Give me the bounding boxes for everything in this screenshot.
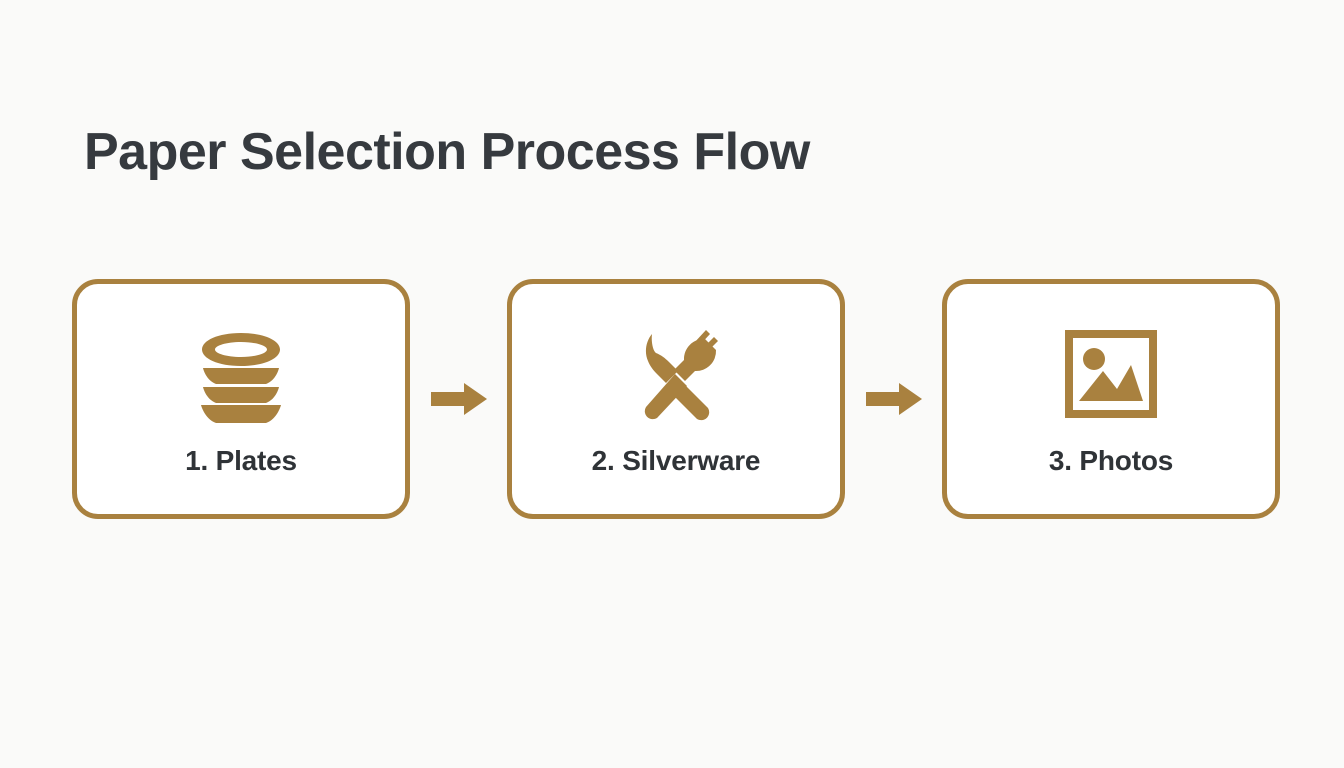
- flow-step-card-3[interactable]: 3. Photos: [942, 279, 1280, 519]
- right-arrow-icon-2: [865, 382, 923, 416]
- right-arrow-icon-1: [430, 382, 488, 416]
- photo-image-icon: [1059, 328, 1163, 420]
- flow-step-card-1[interactable]: 1. Plates: [72, 279, 410, 519]
- flow-step-label-1: 1. Plates: [185, 444, 297, 476]
- process-flow-row: 1. Plates: [72, 279, 1280, 519]
- flow-step-card-2[interactable]: 2. Silverware: [507, 279, 845, 519]
- flow-step-label-3: 3. Photos: [1048, 444, 1174, 476]
- stacked-plates-icon: [189, 328, 293, 423]
- flow-step-label-2: 2. Silverware: [591, 444, 761, 476]
- knife-and-fork-icon: [624, 328, 728, 420]
- page-title: Paper Selection Process Flow: [84, 123, 810, 181]
